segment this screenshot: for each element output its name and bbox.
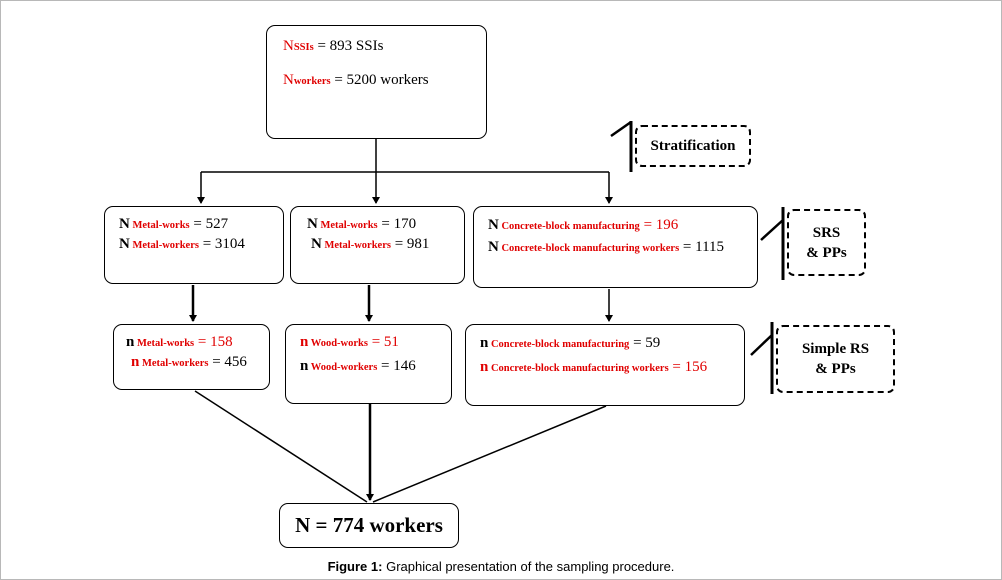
stratum-box-2: N Metal-works = 170 N Metal-workers = 98… — [290, 206, 465, 284]
sample-box-1: n Metal-works = 158 n Metal-workers = 45… — [113, 324, 270, 390]
sample-3-line-2: n Concrete-block manufacturing workers =… — [480, 359, 708, 375]
population-ssis-line: NSSIs = 893 SSIs — [283, 38, 384, 54]
stratum-box-1: N Metal-works = 527 N Metal-workers = 31… — [104, 206, 284, 284]
sample-2-line-1: n Wood-works = 51 — [300, 334, 399, 350]
stratum-3-line-2: N Concrete-block manufacturing workers =… — [488, 239, 725, 255]
simple-rs-tick — [750, 334, 773, 356]
srs-label: SRS & PPs — [787, 209, 866, 276]
converge-line-3 — [372, 405, 607, 503]
stratum-box-3: N Concrete-block manufacturing = 196 N C… — [473, 206, 758, 288]
figure-caption: Figure 1: Graphical presentation of the … — [0, 559, 1002, 574]
caption-text: Graphical presentation of the sampling p… — [382, 559, 675, 574]
sample-box-3: n Concrete-block manufacturing = 59 n Co… — [465, 324, 745, 406]
simple-rs-label: Simple RS & PPs — [776, 325, 895, 393]
stratum-3-line-1: N Concrete-block manufacturing = 196 — [488, 217, 679, 233]
stratum-1-line-1: N Metal-works = 527 — [119, 216, 229, 232]
sample-box-2: n Wood-works = 51 n Wood-workers = 146 — [285, 324, 452, 404]
converge-line-1 — [194, 390, 368, 503]
final-sample-box: N = 774 workers — [279, 503, 459, 548]
stratification-tick — [610, 120, 632, 138]
population-box: NSSIs = 893 SSIs Nworkers = 5200 workers — [266, 25, 487, 139]
caption-label: Figure 1: — [327, 559, 383, 574]
stratum-2-line-1: N Metal-works = 170 — [307, 216, 417, 232]
stratum-2-line-2: N Metal-workers = 981 — [311, 236, 430, 252]
srs-tick — [760, 219, 784, 241]
sample-1-line-1: n Metal-works = 158 — [126, 334, 233, 350]
stratum-1-line-2: N Metal-workers = 3104 — [119, 236, 245, 252]
sample-2-line-2: n Wood-workers = 146 — [300, 358, 416, 374]
stratification-label: Stratification — [635, 125, 751, 167]
sample-1-line-2: n Metal-workers = 456 — [131, 354, 247, 370]
sample-3-line-1: n Concrete-block manufacturing = 59 — [480, 335, 661, 351]
population-workers-line: Nworkers = 5200 workers — [283, 72, 429, 88]
